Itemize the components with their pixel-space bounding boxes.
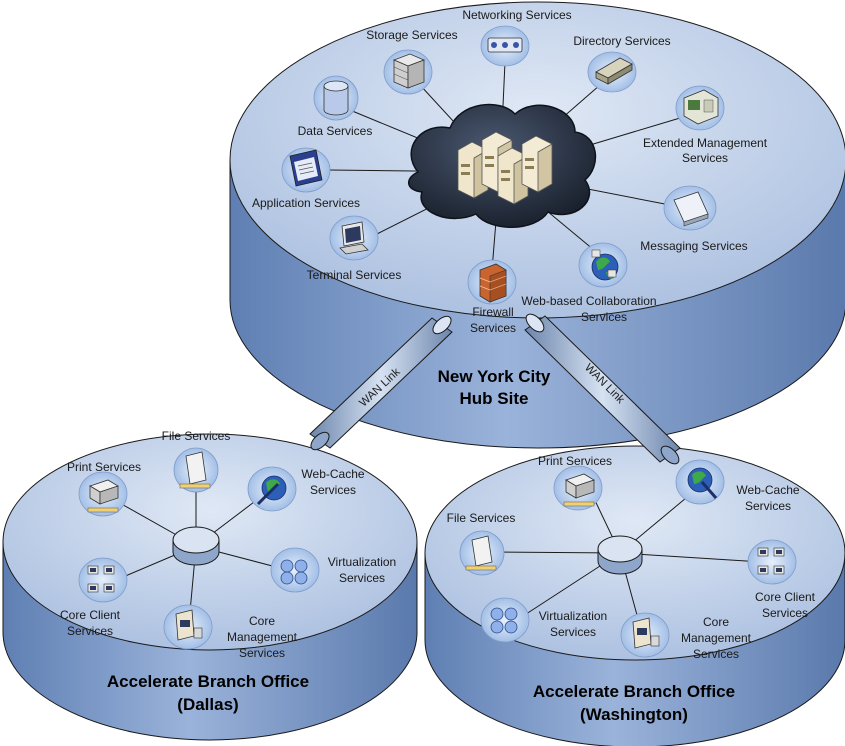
- dallas-virtualization-services-node: Virtualization Services: [270, 547, 396, 593]
- dallas-site-title-line1: Accelerate Branch Office: [107, 672, 309, 691]
- washington-virtualization-label-line1: Virtualization: [539, 609, 607, 623]
- firewall-services-node: Firewall Services: [467, 259, 517, 335]
- washington-file-services-node: File Services: [447, 511, 516, 576]
- washington-print-services-label: Print Services: [538, 454, 612, 468]
- washington-webcache-label-line2: Services: [745, 499, 791, 513]
- washington-webcache-services-node: Web-Cache Services: [675, 459, 800, 513]
- extended-management-services-node: Extended Management Services: [643, 85, 768, 165]
- dallas-hub-router: [172, 526, 220, 566]
- collaboration-label-line2: Services: [581, 310, 627, 324]
- message-board-icon: [673, 191, 709, 227]
- washington-coremgmt-label-line3: Services: [693, 647, 739, 661]
- washington-virtualization-services-node: Virtualization Services: [480, 597, 607, 643]
- dallas-site-title-line2: (Dallas): [177, 695, 238, 714]
- management-workstation-icon: [632, 617, 660, 649]
- storage-services-node: Storage Services: [366, 28, 458, 95]
- dallas-coremgmt-label-line2: Management: [227, 630, 298, 644]
- globe-computers-icon: [591, 249, 619, 281]
- firewall-label-line1: Firewall: [472, 305, 513, 319]
- firewall-label-line2: Services: [470, 321, 516, 335]
- collaboration-label-line1: Web-based Collaboration: [521, 294, 656, 308]
- extended-management-label-line1: Extended Management: [643, 136, 768, 150]
- dallas-virtualization-label-line2: Services: [339, 571, 385, 585]
- washington-file-services-label: File Services: [447, 511, 516, 525]
- terminal-services-label: Terminal Services: [307, 268, 402, 282]
- collaboration-services-node: Web-based Collaboration Services: [521, 242, 657, 324]
- dallas-webcache-services-node: Web-Cache Services: [247, 466, 365, 512]
- dallas-coreclient-label-line2: Services: [67, 624, 113, 638]
- extended-management-label-line2: Services: [682, 151, 728, 165]
- washington-coremgmt-label-line2: Management: [681, 631, 752, 645]
- client-computers-icon: [757, 547, 785, 575]
- storage-services-label: Storage Services: [366, 28, 457, 42]
- washington-coremgmt-services-node: Core Management Services: [620, 612, 752, 661]
- application-services-label: Application Services: [252, 196, 360, 210]
- washington-hub-router: [597, 535, 643, 575]
- washington-site-title-line1: Accelerate Branch Office: [533, 682, 735, 701]
- client-computers-icon: [87, 565, 115, 593]
- dallas-file-services-node: File Services: [162, 429, 231, 493]
- network-switch-icon: [487, 37, 523, 53]
- virtualization-icon: [490, 607, 518, 634]
- globe-cache-icon: [256, 475, 287, 506]
- messaging-services-label: Messaging Services: [640, 239, 747, 253]
- data-services-label: Data Services: [298, 124, 373, 138]
- washington-print-services-node: Print Services: [538, 454, 612, 511]
- dallas-coremgmt-label-line3: Services: [239, 646, 285, 660]
- dallas-webcache-label-line1: Web-Cache: [301, 467, 364, 481]
- file-server-icon: [465, 535, 497, 571]
- hub-core-cloud: [408, 103, 597, 228]
- washington-coremgmt-label-line1: Core: [703, 615, 729, 629]
- hub-site-title-line1: New York City: [438, 367, 551, 386]
- database-icon: [323, 80, 349, 116]
- washington-coreclient-label-line1: Core Client: [755, 590, 816, 604]
- dallas-coreclient-label-line1: Core Client: [60, 608, 121, 622]
- dallas-file-services-label: File Services: [162, 429, 231, 443]
- dallas-virtualization-label-line1: Virtualization: [328, 555, 396, 569]
- printer-icon: [563, 473, 595, 507]
- server-cluster-icon: [457, 131, 553, 205]
- washington-virtualization-label-line2: Services: [550, 625, 596, 639]
- washington-site-title-line2: (Washington): [580, 705, 688, 724]
- application-services-node: Application Services: [252, 147, 360, 210]
- printer-icon: [87, 479, 119, 513]
- globe-cache-icon: [687, 467, 718, 499]
- hub-site-title-line2: Hub Site: [460, 389, 529, 408]
- dallas-print-services-node: Print Services: [67, 460, 141, 517]
- storage-array-icon: [392, 53, 426, 89]
- directory-services-label: Directory Services: [573, 34, 670, 48]
- dallas-coremgmt-label-line1: Core: [249, 614, 275, 628]
- management-workstation-icon: [175, 609, 203, 641]
- firewall-brick-icon: [479, 263, 507, 303]
- networking-services-label: Networking Services: [462, 8, 571, 22]
- data-services-node: Data Services: [298, 75, 373, 138]
- dallas-webcache-label-line2: Services: [310, 483, 356, 497]
- directory-services-node: Directory Services: [573, 34, 671, 93]
- dallas-print-services-label: Print Services: [67, 460, 141, 474]
- file-server-icon: [179, 451, 211, 489]
- management-console-icon: [683, 89, 719, 125]
- terminal-computer-icon: [339, 221, 369, 255]
- networking-services-node: Networking Services: [462, 8, 572, 67]
- virtualization-icon: [280, 559, 308, 585]
- washington-coreclient-services-node: Core Client Services: [747, 539, 816, 620]
- washington-webcache-label-line1: Web-Cache: [736, 483, 799, 497]
- terminal-services-node: Terminal Services: [307, 215, 402, 282]
- dallas-coreclient-services-node: Core Client Services: [60, 557, 128, 638]
- directory-server-icon: [595, 57, 633, 85]
- application-window-icon: [289, 149, 323, 187]
- dallas-coremgmt-services-node: Core Management Services: [163, 604, 298, 660]
- messaging-services-node: Messaging Services: [640, 185, 748, 253]
- washington-coreclient-label-line2: Services: [762, 606, 808, 620]
